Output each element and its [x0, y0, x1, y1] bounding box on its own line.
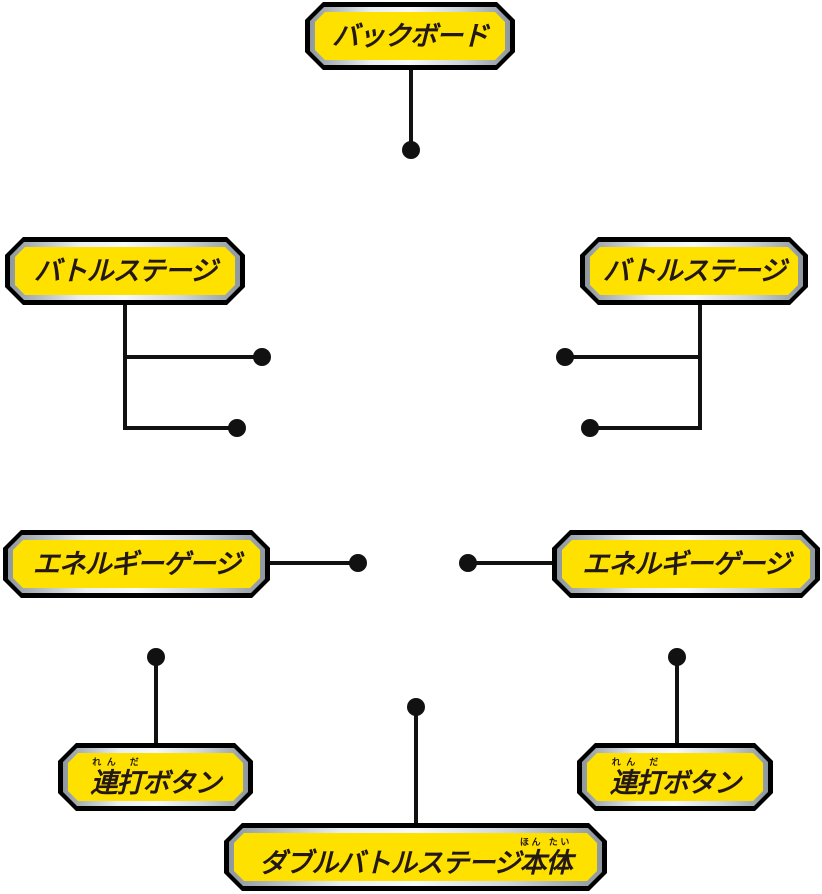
label-text: エネルギーゲージ	[32, 548, 241, 580]
label-rest: ボタン	[142, 767, 221, 799]
pointer-dot	[147, 648, 165, 666]
pointer-dot	[228, 419, 246, 437]
ruby-reading: れん だ	[90, 757, 143, 768]
pointer-dot	[253, 348, 271, 366]
pointer-dot	[581, 419, 599, 437]
label-prefix: ダブルバトルステージ	[259, 847, 520, 879]
label-text: バトルステージ	[33, 255, 217, 287]
label-text: バックボード	[332, 20, 488, 52]
pointer-dot	[349, 554, 367, 572]
pointer-dot	[668, 648, 686, 666]
ruby-base: 連打	[610, 767, 662, 799]
label-text: 連打れん だボタン	[91, 758, 221, 797]
ruby-reading: ほん たい	[519, 837, 572, 848]
ruby-reading: れん だ	[610, 757, 662, 768]
pointer-dot	[402, 141, 420, 159]
label-rapid-button-left: 連打れん だボタン	[58, 743, 253, 811]
ruby-base: 連打	[90, 767, 143, 799]
leader-battle-stage-right	[565, 305, 702, 430]
label-energy-gauge-right: エネルギーゲージ	[552, 530, 820, 598]
label-text: ダブルバトルステージ本体ほん たい	[259, 838, 571, 877]
label-main-body: ダブルバトルステージ本体ほん たい	[224, 823, 607, 891]
label-battle-stage-left: バトルステージ	[5, 237, 245, 305]
label-rapid-button-right: 連打れん だボタン	[577, 743, 773, 811]
label-text: エネルギーゲージ	[582, 548, 790, 580]
pointer-dot	[556, 348, 574, 366]
label-battle-stage-right: バトルステージ	[580, 237, 808, 305]
pointer-dot	[407, 698, 425, 716]
label-energy-gauge-left: エネルギーゲージ	[3, 530, 270, 598]
ruby-base: 本体	[519, 847, 572, 879]
label-text: 連打れん だボタン	[610, 758, 740, 797]
label-back-board: バックボード	[305, 2, 515, 70]
pointer-dot	[459, 554, 477, 572]
label-rest: ボタン	[662, 767, 740, 799]
leader-battle-stage-left	[123, 305, 262, 430]
label-text: バトルステージ	[602, 255, 786, 287]
